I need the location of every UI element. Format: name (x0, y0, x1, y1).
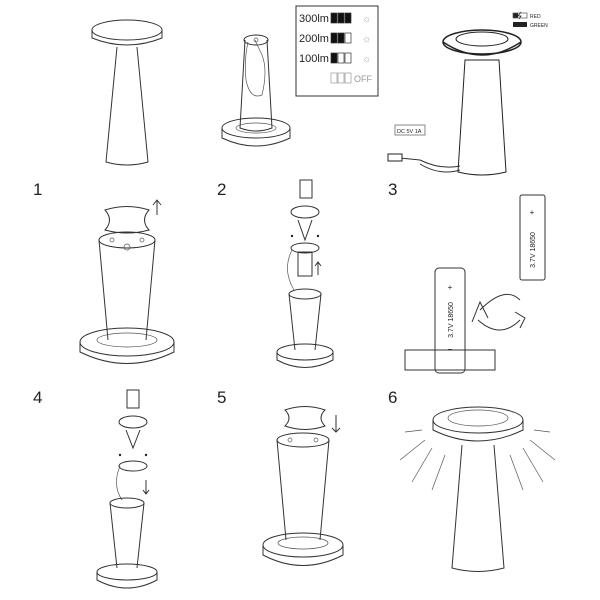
step5-replace-cap (262, 406, 344, 566)
brightness-legend: 300lm ☼ 200lm ☼ 100lm ☼ OFF (295, 5, 379, 97)
battery-segment (330, 12, 338, 24)
battery-segment (330, 72, 338, 84)
power-spec-label: DC 5V 1A (397, 129, 422, 135)
battery-label: 3.7V 18650 (530, 232, 537, 268)
holder-battery-label: 3.7V 18650 (448, 302, 455, 338)
brightness-level-label: 100lm (299, 53, 329, 65)
battery-segment (330, 32, 338, 44)
charge-green-label: GREEN (530, 23, 548, 29)
battery-segment (330, 52, 338, 64)
step6-lamp-on (399, 406, 556, 572)
brightness-level-label: 300lm (299, 13, 329, 25)
charge-red-label: RED (530, 14, 541, 20)
step-number-4: 4 (33, 388, 43, 407)
step1-remove-cap (79, 199, 175, 364)
battery-segment (344, 52, 352, 64)
battery-segment (344, 12, 352, 24)
brightness-level-3: OFF (330, 72, 372, 84)
battery-segment (337, 12, 345, 24)
off-label: OFF (354, 74, 372, 84)
holder-plus: + (448, 283, 453, 292)
brightness-level-label: 200lm (299, 33, 329, 45)
battery-segment (337, 32, 345, 44)
brightness-level-2: 100lm ☼ (299, 52, 371, 65)
step2-open-battery (276, 179, 334, 368)
light-sun-icon: ☼ (362, 14, 371, 25)
light-sun-icon: ☼ (362, 54, 371, 65)
brightness-level-0: 300lm ☼ (299, 12, 371, 25)
battery-segment (344, 32, 352, 44)
step-number-5: 5 (217, 388, 227, 407)
light-sun-icon: ☼ (362, 34, 371, 45)
battery-segment (344, 72, 352, 84)
step-number-6: 6 (388, 388, 398, 407)
step-number-2: 2 (217, 180, 227, 199)
step-number-1: 1 (33, 180, 43, 199)
charge-indicator: RED GREEN (512, 11, 548, 29)
battery-plus: + (530, 208, 535, 217)
brightness-level-1: 200lm ☼ (299, 32, 371, 45)
battery-segment (337, 52, 345, 64)
lamp-overview (91, 19, 163, 166)
step4-close-battery (96, 389, 158, 589)
lamp-touch-control (221, 34, 291, 147)
battery-segment (337, 72, 345, 84)
step3-replace-battery: + 3.7V 18650 + 3.7V 18650 − (404, 194, 546, 374)
lamp-charging: DC 5V 1A (387, 29, 522, 176)
step-number-3: 3 (388, 180, 398, 199)
